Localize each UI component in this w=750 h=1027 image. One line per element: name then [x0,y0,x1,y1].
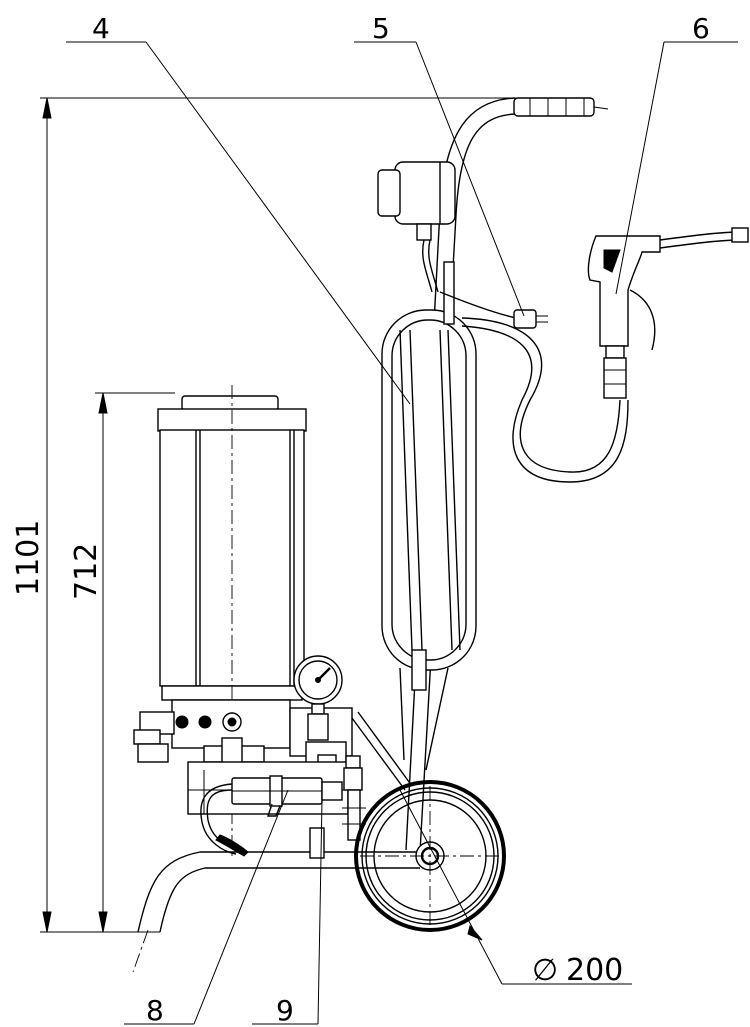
dimension-1101-label: 1101 [11,520,46,596]
hose [461,317,629,483]
pressure-gauge [293,655,343,741]
callout-4-label: 4 [92,12,110,45]
callout-6: 6 [615,12,738,295]
hose-holder-4 [381,261,477,771]
dimension-overall-height: 1101 [11,97,520,933]
spray-gun-6 [587,227,749,399]
power-plug-5 [439,291,548,329]
base-frame [132,851,420,973]
diameter-symbol: ∅ [532,953,558,988]
callout-9: 9 [252,799,323,1027]
callout-5-label: 5 [372,12,390,45]
callout-5: 5 [354,12,525,317]
callout-8: 8 [124,789,289,1027]
dimension-200-label: 200 [566,953,623,988]
dimension-712-label: 712 [69,543,104,600]
valve-assembly-8 [200,775,343,857]
callout-8-label: 8 [146,994,164,1027]
callout-9-label: 9 [276,994,294,1027]
wheel [354,780,506,932]
dimension-reservoir-height: 712 [69,392,175,933]
motor-housing [377,161,456,293]
reservoir [157,385,307,860]
callout-4: 4 [66,12,411,405]
callout-6-label: 6 [692,12,710,45]
dimension-wheel-diameter: ∅ 200 [399,789,632,988]
